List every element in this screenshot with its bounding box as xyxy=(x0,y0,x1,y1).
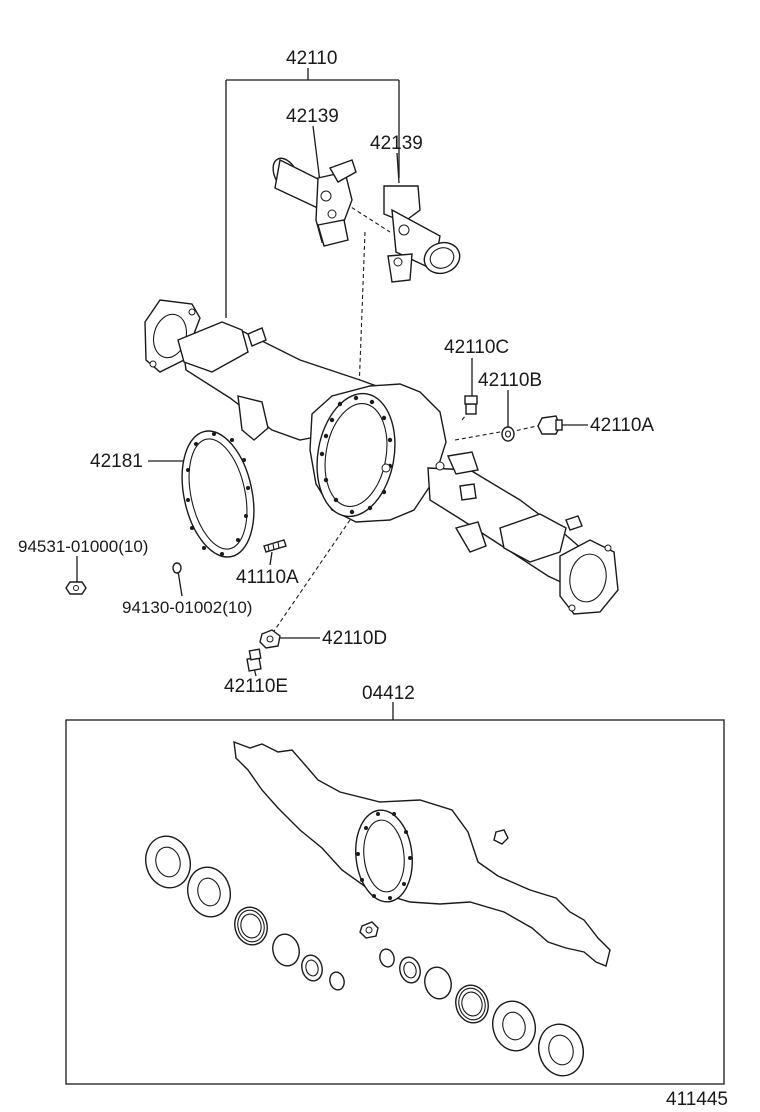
bolt-icon xyxy=(246,648,262,672)
label-42110D: 42110D xyxy=(322,628,387,649)
kit-oil-seal-left-icon xyxy=(187,866,231,918)
nut-icon xyxy=(65,581,87,595)
washer-small-icon xyxy=(172,562,182,574)
ring-right-3-icon xyxy=(424,966,452,1000)
label-42139-right: 42139 xyxy=(370,133,423,154)
label-42110: 42110 xyxy=(286,48,337,69)
axle-tube-left-icon xyxy=(272,157,357,247)
label-94531: 94531-01000(10) xyxy=(18,537,148,556)
gasket-icon xyxy=(181,430,255,558)
label-42110A: 42110A xyxy=(590,415,654,436)
ring-left-2-icon xyxy=(301,954,323,982)
axle-housing-icon xyxy=(144,299,619,615)
kit-gasket-right-icon xyxy=(538,1023,584,1077)
washer-icon xyxy=(501,426,515,442)
label-42139-left: 42139 xyxy=(286,106,339,127)
figure-number: 411445 xyxy=(666,1089,728,1110)
label-42110B: 42110B xyxy=(478,370,542,391)
label-41110A: 41110A xyxy=(236,567,299,588)
axle-tube-right-icon xyxy=(383,185,461,283)
label-94130: 94130-01002(10) xyxy=(122,598,252,617)
ring-left-1-icon xyxy=(272,933,300,967)
label-42110C: 42110C xyxy=(444,337,509,358)
kit-oil-seal-right-icon xyxy=(492,1000,536,1052)
label-42181: 42181 xyxy=(90,451,143,472)
label-04412: 04412 xyxy=(362,683,415,704)
stud-icon xyxy=(263,539,287,553)
nut-42110D-icon xyxy=(259,629,281,649)
ring-right-1-icon xyxy=(379,948,395,968)
kit-gasket-left-icon xyxy=(145,835,191,889)
breather-plug-icon xyxy=(464,395,478,415)
bearing-left-icon xyxy=(234,906,268,946)
drain-plug-icon xyxy=(537,415,563,435)
kit-nut-center-icon xyxy=(359,921,379,939)
kit-04412-frame xyxy=(65,719,725,1085)
bearing-right-icon xyxy=(455,984,489,1024)
part-labels: 42110 42139 42139 42110C 42110B 42110A 4… xyxy=(18,48,728,1110)
ring-right-2-icon xyxy=(399,956,421,984)
axle-housing-assembly-icon xyxy=(233,740,611,967)
label-42110E: 42110E xyxy=(224,676,288,697)
ring-left-3-icon xyxy=(329,971,345,991)
